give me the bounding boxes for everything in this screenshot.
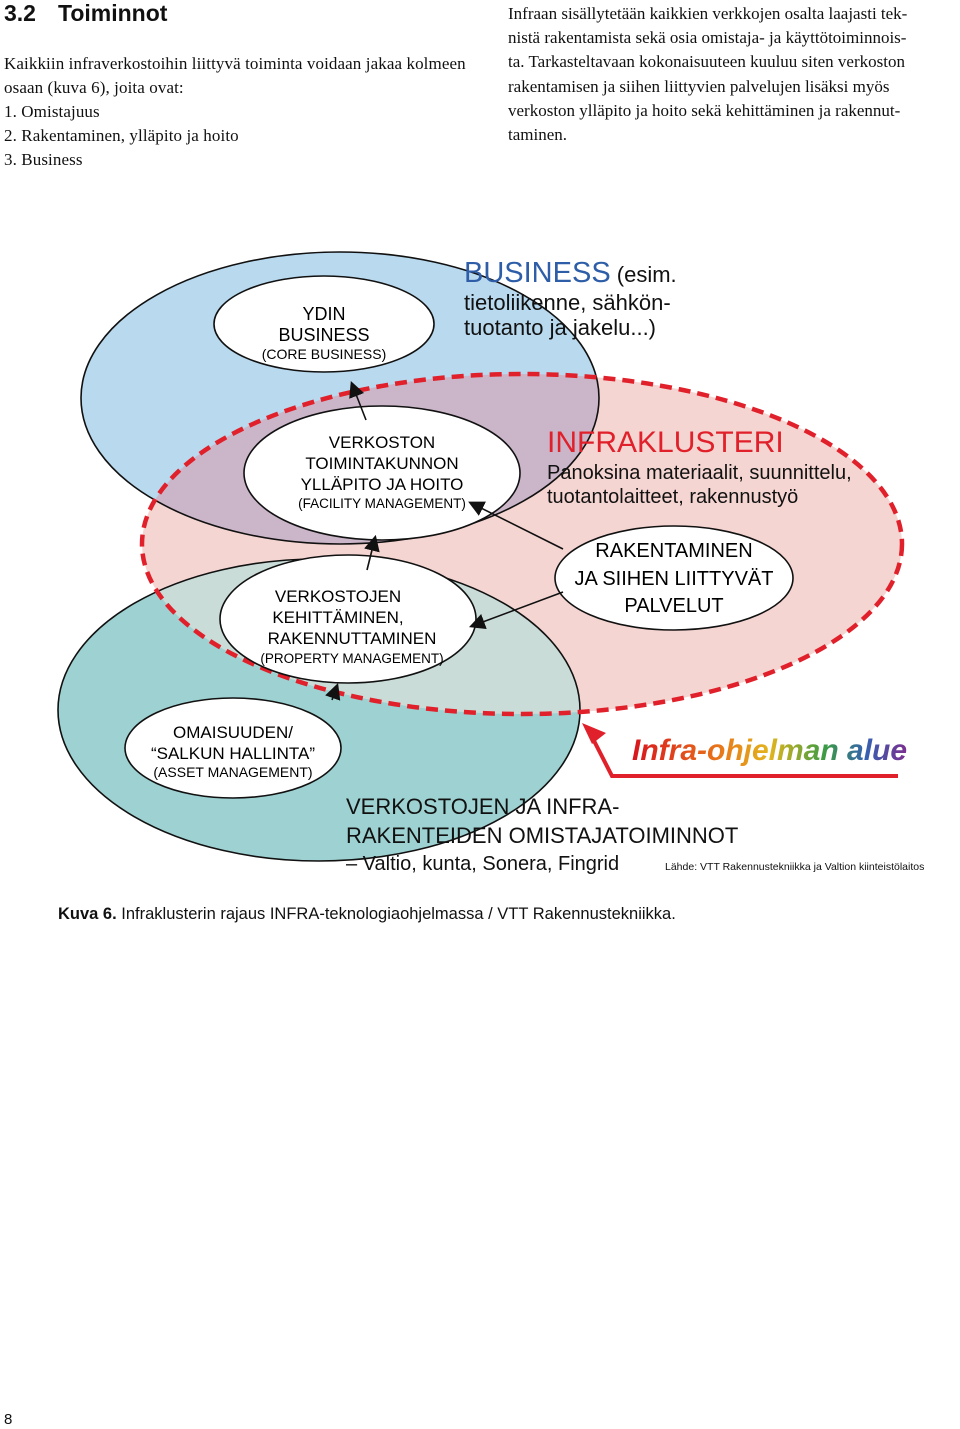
asset-line: “SALKUN HALLINTA” bbox=[151, 744, 315, 763]
facility-line: YLLÄPITO JA HOITO bbox=[301, 475, 464, 494]
arrow-asset-to-property bbox=[325, 682, 341, 701]
right-column: Infraan sisällytetään kaikkien verkkojen… bbox=[508, 2, 958, 147]
asset-line: (ASSET MANAGEMENT) bbox=[153, 764, 312, 780]
property-line: (PROPERTY MANAGEMENT) bbox=[260, 651, 443, 666]
core-line: (CORE BUSINESS) bbox=[262, 346, 386, 362]
owners-title: RAKENTEIDEN OMISTAJATOIMINNOT bbox=[346, 823, 738, 848]
section-heading: 3.2 Toiminnot bbox=[4, 0, 167, 27]
owners-title: VERKOSTOJEN JA INFRA- bbox=[346, 794, 619, 819]
body-line: Infraan sisällytetään kaikkien verkkojen… bbox=[508, 4, 908, 23]
body-line: ta. Tarkasteltavaan kokonaisuuteen kuulu… bbox=[508, 52, 905, 72]
infra-dashed-outline bbox=[139, 371, 905, 717]
construction-line: JA SIIHEN LIITTYVÄT bbox=[575, 568, 774, 590]
construction-line: PALVELUT bbox=[624, 595, 723, 617]
infra-cluster-inputs: Panoksina materiaalit, suunnittelu, bbox=[547, 462, 852, 484]
arrow-construction-to-facility bbox=[468, 501, 564, 550]
asset-management-node bbox=[124, 697, 342, 799]
core-line: BUSINESS bbox=[278, 325, 369, 345]
left-column: Kaikkiin infraverkostoihin liittyvä toim… bbox=[4, 52, 474, 172]
figure-caption: Kuva 6. Infraklusterin rajaus INFRA-tekn… bbox=[58, 905, 676, 924]
property-line: RAKENNUTTAMINEN bbox=[268, 629, 437, 648]
caption-text: Infraklusterin rajaus INFRA-teknologiaoh… bbox=[116, 905, 676, 923]
arrow-facility-to-core bbox=[349, 381, 367, 421]
core-business-node bbox=[213, 275, 435, 373]
facility-line: VERKOSTON bbox=[329, 433, 435, 452]
section-number: 3.2 bbox=[4, 0, 36, 26]
facility-management-node bbox=[243, 405, 521, 541]
list-item: 3. Business bbox=[4, 150, 83, 169]
body-line: nistä rakentamista sekä osia omistaja- j… bbox=[508, 28, 907, 48]
business-title: BUSINESS (esim. bbox=[464, 257, 677, 289]
arrow-construction-to-property bbox=[469, 591, 564, 630]
facility-line: (FACILITY MANAGEMENT) bbox=[298, 496, 466, 511]
list-item: 1. Omistajuus bbox=[4, 102, 100, 121]
list-item: 2. Rakentaminen, ylläpito ja hoito bbox=[4, 126, 239, 145]
body-line: rakentamisen ja siihen liittyvien palvel… bbox=[508, 76, 890, 96]
page-number: 8 bbox=[4, 1411, 13, 1428]
infra-cluster-inputs: tuotantolaitteet, rakennustyö bbox=[547, 486, 798, 508]
facility-line: TOIMINTAKUNNON bbox=[305, 454, 458, 473]
program-area-arrowhead bbox=[582, 723, 606, 744]
caption-label: Kuva 6. bbox=[58, 905, 117, 923]
infra-cluster-diagram: BUSINESS (esim. tietoliikenne, sähkön- t… bbox=[57, 251, 924, 875]
construction-services-node bbox=[554, 525, 794, 631]
property-line: KEHITTÄMINEN, bbox=[272, 608, 403, 627]
construction-line: RAKENTAMINEN bbox=[595, 540, 752, 562]
body-line: taminen. bbox=[508, 125, 568, 145]
arrow-property-to-facility bbox=[364, 534, 380, 571]
owners-examples: – Valtio, kunta, Sonera, Fingrid bbox=[346, 853, 619, 875]
program-area-bracket bbox=[588, 732, 898, 778]
core-line: YDIN bbox=[302, 304, 345, 324]
body-line: verkoston ylläpito ja hoito sekä kehittä… bbox=[508, 100, 901, 120]
program-area-label: Infra-ohjelman alue bbox=[632, 734, 907, 767]
business-examples: tuotanto ja jakelu...) bbox=[464, 315, 656, 340]
intro-paragraph: Kaikkiin infraverkostoihin liittyvä toim… bbox=[4, 54, 466, 97]
infra-cluster-title: INFRAKLUSTERI bbox=[547, 426, 784, 459]
property-line: VERKOSTOJEN bbox=[275, 587, 401, 606]
figure-source: Lähde: VTT Rakennustekniikka ja Valtion … bbox=[665, 861, 924, 873]
activity-list: 1. Omistajuus 2. Rakentaminen, ylläpito … bbox=[4, 100, 474, 172]
business-examples: tietoliikenne, sähkön- bbox=[464, 290, 671, 315]
asset-line: OMAISUUDEN/ bbox=[173, 723, 293, 742]
section-title: Toiminnot bbox=[57, 0, 168, 26]
